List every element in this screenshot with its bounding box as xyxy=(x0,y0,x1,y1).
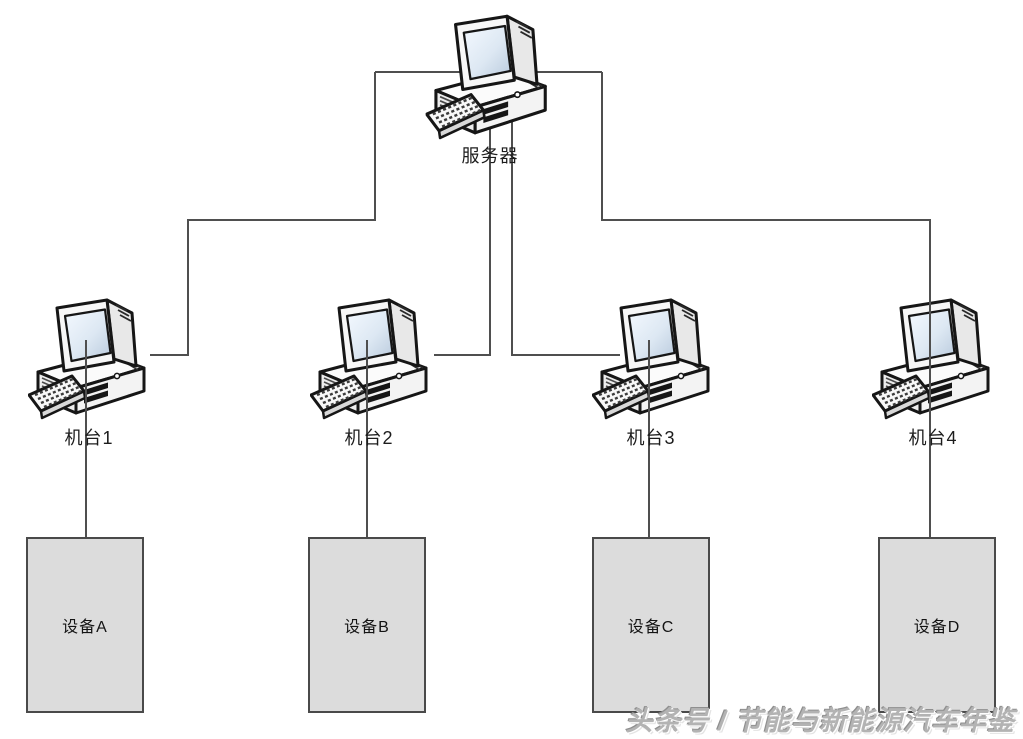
device-a-label: 设备A xyxy=(62,619,108,636)
device-b-box: 设备B xyxy=(308,537,426,713)
server-computer-icon xyxy=(420,8,555,140)
workstation-3-label: 机台3 xyxy=(626,428,676,448)
device-d-label: 设备D xyxy=(913,619,961,636)
workstation-4-label: 机台4 xyxy=(908,428,958,448)
device-d-box: 设备D xyxy=(878,537,996,713)
connector-server-to-workstation-2 xyxy=(434,90,491,356)
workstation-2-label: 机台2 xyxy=(344,428,394,448)
watermark-text: 头条号 / 节能与新能源汽车年鉴 xyxy=(625,706,1015,736)
device-b-label: 设备B xyxy=(344,619,390,636)
connector-server-to-workstation-3 xyxy=(511,90,620,356)
connector-server-to-workstation-1 xyxy=(150,72,376,356)
device-c-box: 设备C xyxy=(592,537,710,713)
workstation-1-label: 机台1 xyxy=(64,428,114,448)
device-a-box: 设备A xyxy=(26,537,144,713)
device-c-label: 设备C xyxy=(627,619,675,636)
server-label: 服务器 xyxy=(461,146,519,166)
connector-server-to-workstation-4 xyxy=(601,72,931,537)
